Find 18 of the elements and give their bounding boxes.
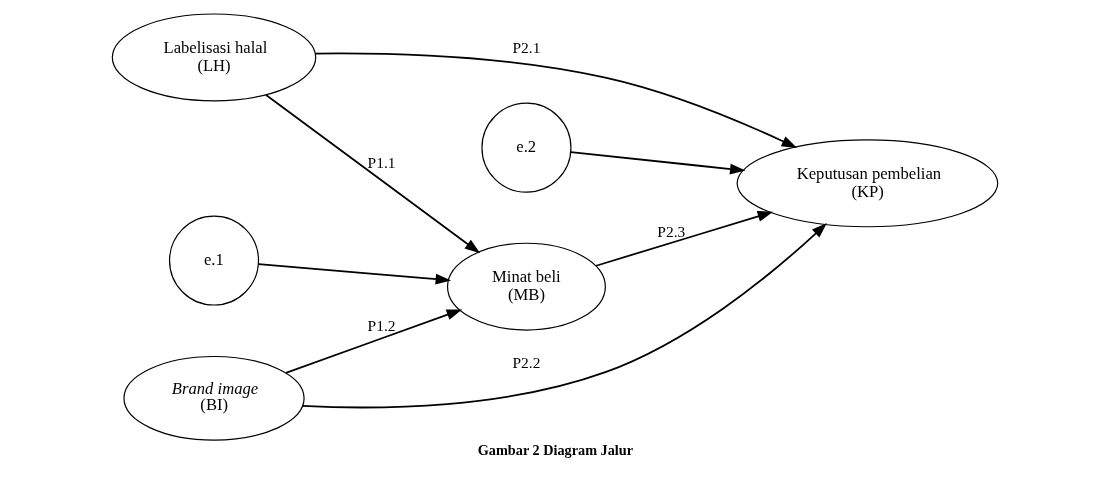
caption: Gambar 2 Diagram Jalur: [477, 441, 633, 458]
node-circle: e.2: [480, 102, 572, 193]
arrow: [569, 150, 745, 174]
arrow: [257, 262, 451, 284]
node-circle: e.1: [168, 214, 259, 306]
arrow: [301, 222, 827, 408]
arrow: [314, 52, 797, 148]
arrow: [594, 210, 773, 267]
node-ellipse: Brand image (BI): [122, 355, 305, 441]
edge-label: P2.2: [512, 353, 540, 371]
edge-label: P2.3: [656, 222, 685, 240]
edge-label: P1.2: [367, 316, 396, 334]
arrow: [284, 308, 462, 374]
edge-label: P1.1: [367, 153, 396, 171]
node-ellipse: Keputusan pembelian (KP): [736, 138, 998, 227]
node-ellipse: Labelisasi halal (LH): [111, 12, 316, 101]
arrow: [264, 93, 480, 253]
edge-label: P2.1: [512, 38, 540, 56]
